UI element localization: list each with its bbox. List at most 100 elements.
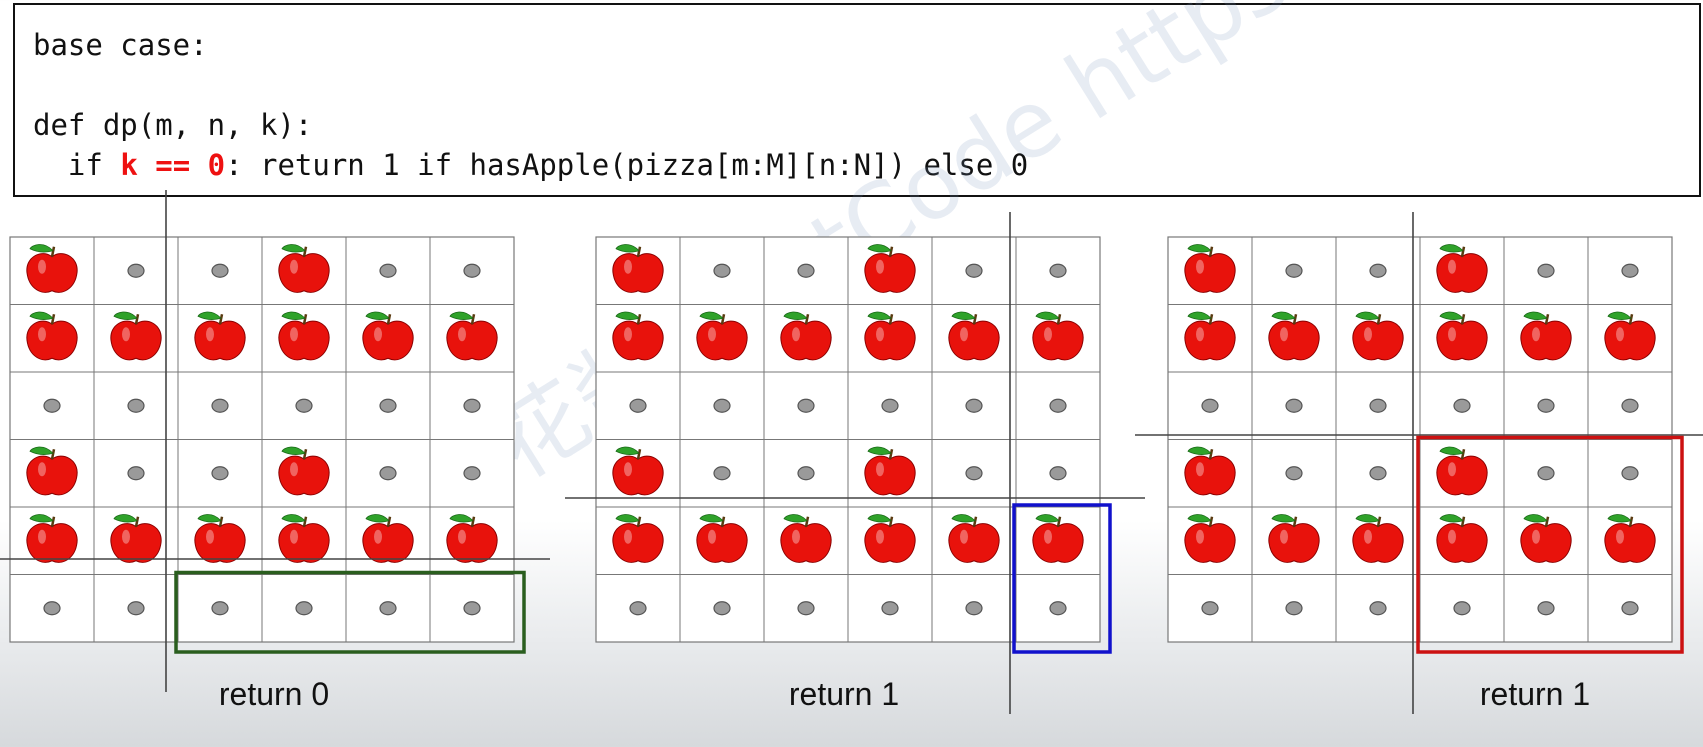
apple-icon [1184, 244, 1236, 293]
apple-icon [1032, 311, 1084, 361]
empty-cell-dot [797, 263, 815, 278]
empty-cell-dot [797, 466, 815, 481]
apple-icon [1184, 514, 1236, 563]
pizza-grid-3 [1135, 212, 1703, 714]
apple-icon [194, 514, 246, 563]
apple-icon [110, 514, 162, 563]
empty-cell-dot [713, 601, 731, 616]
subgrid-highlight-box [1416, 435, 1684, 654]
apple-icon [612, 514, 664, 563]
code-highlight-k-zero: k == 0 [120, 148, 226, 182]
empty-cell-dot [463, 263, 481, 278]
empty-cell-dot [1285, 398, 1303, 413]
apple-icon [1268, 311, 1320, 361]
empty-cell-dot [379, 263, 397, 278]
empty-cell-dot [1537, 601, 1555, 616]
empty-cell-dot [463, 466, 481, 481]
caption-panel-3: return 1 [1479, 676, 1591, 712]
apple-icon [948, 311, 1000, 361]
empty-cell-dot [1621, 398, 1639, 413]
code-line-3-prefix: if [33, 148, 121, 182]
apple-icon [1352, 311, 1404, 361]
empty-cell-dot [629, 398, 647, 413]
apple-icon [696, 311, 748, 361]
empty-cell-dot [127, 398, 145, 413]
subgrid-highlight-box [1012, 503, 1112, 654]
apple-icon [278, 514, 330, 563]
apple-icon [1604, 311, 1656, 361]
empty-cell-dot [1537, 398, 1555, 413]
empty-cell-dot [127, 601, 145, 616]
empty-cell-dot [1285, 466, 1303, 481]
apple-icon [780, 311, 832, 361]
empty-cell-dot [1049, 466, 1067, 481]
empty-cell-dot [463, 398, 481, 413]
apple-icon [612, 244, 664, 293]
empty-cell-dot [1537, 263, 1555, 278]
empty-cell-dot [1049, 263, 1067, 278]
apple-icon [278, 311, 330, 361]
empty-cell-dot [1369, 466, 1387, 481]
empty-cell-dot [713, 398, 731, 413]
empty-cell-dot [1201, 398, 1219, 413]
apple-icon [278, 244, 330, 293]
apple-icon [194, 311, 246, 361]
empty-cell-dot [629, 601, 647, 616]
code-line-1: base case: [33, 28, 208, 62]
empty-cell-dot [295, 601, 313, 616]
apple-icon [1436, 311, 1488, 361]
code-line-3-suffix: : return 1 if hasApple(pizza[m:M][n:N]) … [225, 148, 1029, 182]
code-line-2: def dp(m, n, k): [33, 108, 313, 142]
grid-cell [1015, 574, 1101, 643]
apple-icon [1436, 514, 1488, 563]
apple-icon [864, 514, 916, 563]
empty-cell-dot [1201, 601, 1219, 616]
apple-icon [26, 311, 78, 361]
empty-cell-dot [797, 398, 815, 413]
apple-icon [864, 446, 916, 496]
apple-icon [612, 446, 664, 496]
empty-cell-dot [965, 466, 983, 481]
empty-cell-dot [797, 601, 815, 616]
empty-cell-dot [127, 466, 145, 481]
empty-cell-dot [1621, 466, 1639, 481]
empty-cell-dot [211, 601, 229, 616]
empty-cell-dot [1621, 263, 1639, 278]
apple-icon [1032, 514, 1084, 563]
empty-cell-dot [1453, 398, 1471, 413]
apple-icon [612, 311, 664, 361]
empty-cell-dot [1049, 601, 1067, 616]
apple-icon [1436, 244, 1488, 293]
pizza-grid-2 [565, 212, 1145, 714]
empty-cell-dot [211, 398, 229, 413]
apple-icon [948, 514, 1000, 563]
grid-cell [429, 574, 515, 643]
empty-cell-dot [965, 398, 983, 413]
empty-cell-dot [1285, 263, 1303, 278]
empty-cell-dot [211, 263, 229, 278]
apple-icon [278, 446, 330, 496]
empty-cell-dot [1369, 601, 1387, 616]
empty-cell-dot [295, 398, 313, 413]
empty-cell-dot [1621, 601, 1639, 616]
empty-cell-dot [1453, 601, 1471, 616]
empty-cell-dot [43, 601, 61, 616]
apple-icon [864, 311, 916, 361]
apple-icon [1436, 446, 1488, 496]
apple-icon [1604, 514, 1656, 563]
empty-cell-dot [1285, 601, 1303, 616]
subgrid-highlight-box [174, 570, 526, 654]
empty-cell-dot [713, 263, 731, 278]
apple-icon [1184, 311, 1236, 361]
empty-cell-dot [965, 601, 983, 616]
apple-icon [864, 244, 916, 293]
empty-cell-dot [1537, 466, 1555, 481]
empty-cell-dot [379, 398, 397, 413]
apple-icon [780, 514, 832, 563]
apple-icon [26, 244, 78, 293]
apple-icon [1268, 514, 1320, 563]
caption-panel-2: return 1 [788, 676, 900, 712]
apple-icon [1184, 446, 1236, 496]
code-block: base case: def dp(m, n, k): if k == 0: r… [13, 3, 1701, 197]
code-line-3: if k == 0: return 1 if hasApple(pizza[m:… [33, 149, 1028, 181]
